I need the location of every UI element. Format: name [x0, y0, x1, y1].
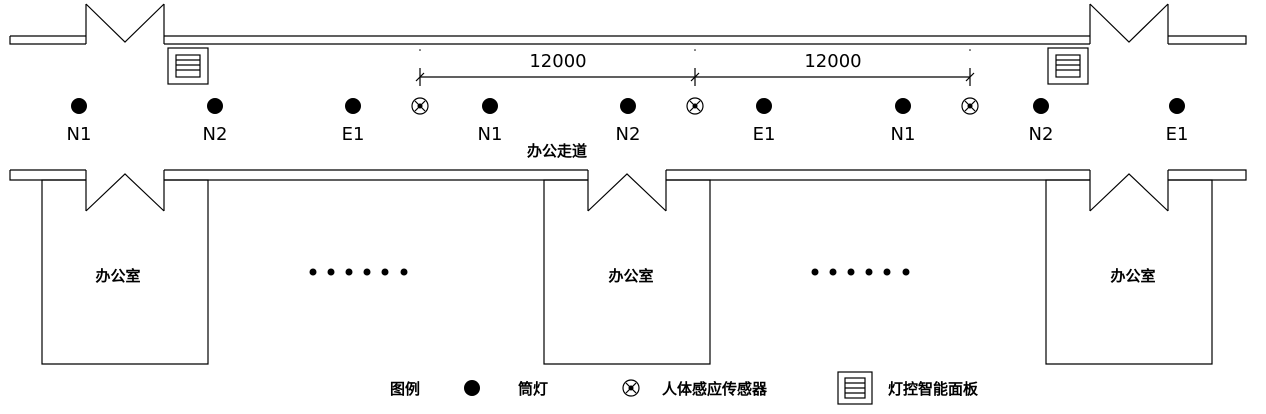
office-label: 办公室 — [1110, 267, 1155, 285]
office-room: 办公室 — [41, 170, 209, 365]
smart-panel-icon — [167, 47, 209, 85]
legend: 图例 筒灯 人体感应传感器 灯控智能面板 — [390, 371, 979, 405]
motion-sensor-icon — [961, 97, 979, 115]
downlight-icon — [1033, 98, 1049, 114]
bottom-wall — [9, 169, 1247, 181]
smart-panel-icon — [837, 371, 873, 405]
motion-sensor-icon — [411, 97, 429, 115]
legend-label: 灯控智能面板 — [888, 380, 979, 398]
motion-sensor-icon — [622, 379, 640, 397]
fixture-label: N1 — [478, 124, 503, 145]
dimension-text: 12000 — [529, 51, 586, 72]
legend-label: 筒灯 — [518, 380, 548, 398]
fixtures-layer: N1 N2 E1 N1 N2 E1 N1 N2 E1 — [67, 97, 1189, 145]
smart-panel-icon — [1047, 47, 1089, 85]
fixture-label: N1 — [891, 124, 916, 145]
downlight-icon — [620, 98, 636, 114]
office-room: 办公室 — [543, 170, 711, 365]
office-label: 办公室 — [608, 267, 653, 285]
fixture-label: E1 — [753, 124, 776, 145]
corridor-label: 办公走道 — [527, 142, 587, 160]
downlight-icon — [482, 98, 498, 114]
downlight-icon — [71, 98, 87, 114]
fixture-label: E1 — [342, 124, 365, 145]
door-top-left — [85, 3, 165, 44]
motion-sensor-icon — [686, 97, 704, 115]
downlight-icon — [207, 98, 223, 114]
downlight-icon — [345, 98, 361, 114]
office-label: 办公室 — [95, 267, 140, 285]
downlight-icon — [756, 98, 772, 114]
fixture-label: N1 — [67, 124, 92, 145]
downlight-icon — [464, 380, 480, 396]
ellipsis-dots — [811, 268, 910, 276]
top-wall — [9, 3, 1247, 45]
office-room: 办公室 — [1045, 170, 1213, 365]
fixture-label: E1 — [1166, 124, 1189, 145]
fixture-label: N2 — [1029, 124, 1054, 145]
door-top-right — [1089, 3, 1169, 44]
fixture-label: N2 — [616, 124, 641, 145]
legend-label: 人体感应传感器 — [662, 380, 768, 398]
ellipsis-dots — [309, 268, 408, 276]
downlight-icon — [895, 98, 911, 114]
legend-title: 图例 — [390, 380, 420, 398]
dimension-text: 12000 — [804, 51, 861, 72]
dimension-line: 12000 12000 — [415, 49, 975, 86]
downlight-icon — [1169, 98, 1185, 114]
fixture-label: N2 — [203, 124, 228, 145]
